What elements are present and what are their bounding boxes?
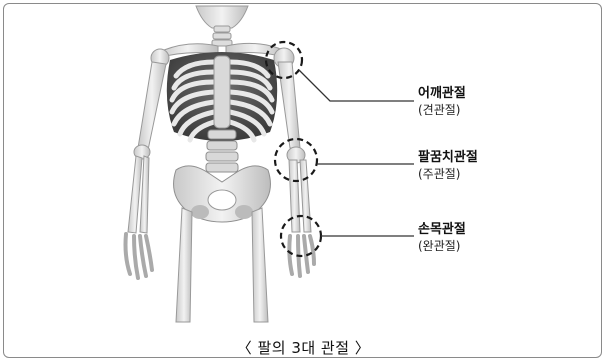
wrist-joint-name: 손목관절 bbox=[418, 221, 466, 238]
elbow-joint-name: 팔꿈치관절 bbox=[418, 149, 478, 166]
elbow-joint-label: 팔꿈치관절 (주관절) bbox=[418, 149, 478, 183]
cervical-spine bbox=[212, 26, 232, 46]
rib-cage bbox=[167, 52, 277, 141]
shoulder-joint-alt-name: (견관절) bbox=[418, 102, 466, 119]
left-arm bbox=[126, 49, 170, 278]
wrist-joint-label: 손목관절 (완관절) bbox=[418, 221, 466, 255]
shoulder-joint-name: 어깨관절 bbox=[418, 85, 466, 102]
shoulder-joint-label: 어깨관절 (견관절) bbox=[418, 85, 466, 119]
skull bbox=[196, 6, 248, 28]
shoulder-leader-line bbox=[299, 70, 414, 101]
right-arm bbox=[274, 48, 314, 276]
figure-caption: 〈 팔의 3대 관절 〉 bbox=[0, 337, 607, 358]
elbow-joint-alt-name: (주관절) bbox=[418, 166, 478, 183]
lumbar-spine bbox=[206, 130, 238, 172]
wrist-joint-alt-name: (완관절) bbox=[418, 238, 466, 255]
femurs bbox=[176, 208, 268, 322]
wrist-joint-circle bbox=[281, 216, 321, 256]
